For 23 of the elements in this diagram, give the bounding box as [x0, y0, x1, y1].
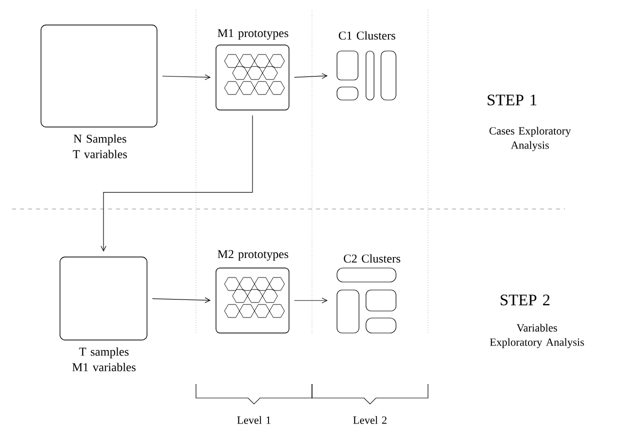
node-label: T samples M1 variables	[72, 347, 136, 372]
arrow	[100, 115, 253, 252]
data-matrix-box: T samples M1 variables	[60, 256, 148, 372]
node-label: N Samples T variables	[72, 134, 127, 158]
level-label: Level 2	[353, 416, 386, 424]
step-description: Cases Exploratory Analysis	[490, 126, 571, 152]
cluster-group: C1 Clusters	[336, 31, 396, 100]
node-label: M2 prototypes	[218, 250, 288, 261]
step-heading: STEP 2	[500, 294, 550, 306]
cluster-group: C2 Clusters	[336, 254, 400, 334]
prototype-map-box: M2 prototypes	[216, 250, 290, 334]
step-description: Variables Exploratory Analysis	[490, 324, 584, 348]
data-matrix-box: N Samples T variables	[40, 24, 158, 158]
node-label: C1 Clusters	[338, 31, 396, 40]
arrow	[294, 73, 328, 79]
arrow	[294, 298, 328, 304]
node-label: C2 Clusters	[344, 254, 400, 263]
level-label: Level 1	[237, 416, 270, 424]
arrow	[152, 297, 211, 303]
step-heading: STEP 1	[488, 94, 536, 106]
node-label: M1 prototypes	[218, 29, 288, 40]
arrow	[162, 74, 211, 80]
prototype-map-box: M1 prototypes	[216, 29, 290, 110]
